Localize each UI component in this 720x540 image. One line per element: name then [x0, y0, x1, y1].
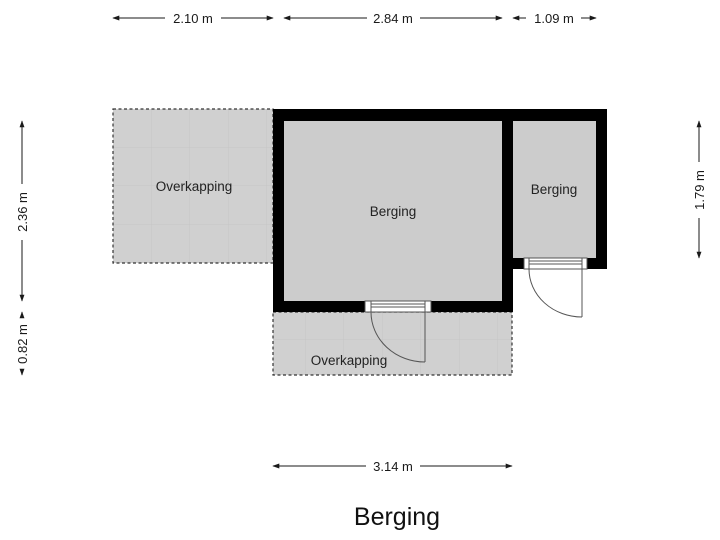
dimension-label: 2.10 m: [173, 11, 213, 26]
dimension-label: 0.82 m: [15, 324, 30, 364]
covered-area-left: [112, 108, 274, 264]
room-label-small: Berging: [531, 182, 578, 197]
dimension-label: 2.84 m: [373, 11, 413, 26]
walls: [273, 109, 607, 312]
covered-label-bottom: Overkapping: [311, 353, 388, 368]
door-small: [523, 257, 588, 318]
room-label-main: Berging: [370, 204, 417, 219]
covered-area-bottom: [272, 311, 513, 376]
room-floor-small: [513, 121, 596, 258]
door-main: [364, 300, 432, 363]
covered-label-left: Overkapping: [156, 179, 233, 194]
dimension-label: 3.14 m: [373, 459, 413, 474]
dimension-label: 1.79 m: [692, 170, 707, 210]
dimension-label: 1.09 m: [534, 11, 574, 26]
room-floor-main: [284, 121, 502, 301]
dimension-label: 2.36 m: [15, 192, 30, 232]
plan-title: Berging: [354, 503, 440, 531]
